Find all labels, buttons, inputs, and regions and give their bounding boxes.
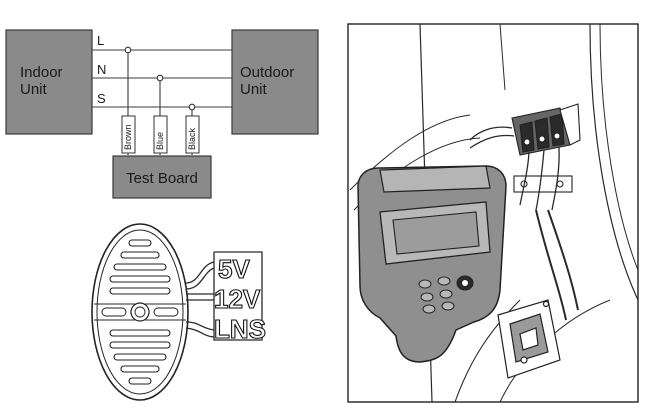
terminal-label-l: L	[97, 33, 104, 48]
indoor-unit-box	[5, 29, 93, 135]
outdoor-unit-box	[231, 29, 319, 135]
terminal-label-n: N	[97, 62, 106, 77]
junction-dot	[188, 103, 196, 111]
test-board-label: Test Board	[126, 170, 198, 187]
junction-dot	[156, 74, 164, 82]
wire-color-black: Black	[187, 127, 197, 150]
wire-tag-blue	[153, 115, 168, 154]
junction-dot	[124, 46, 132, 54]
wire-color-brown: Brown	[123, 124, 133, 150]
wire-tag-black	[185, 115, 200, 154]
voltage-label-5v: 5V	[218, 254, 250, 284]
test-board-box	[112, 155, 212, 199]
indoor-unit-label-line1: Indoor	[20, 64, 63, 81]
indoor-unit-label-line2: Unit	[20, 81, 48, 98]
wire-tag-brown	[121, 115, 136, 154]
wire-color-blue: Blue	[155, 132, 165, 150]
terminal-label-s: S	[97, 91, 106, 106]
voltage-label-12v: 12V	[214, 284, 261, 314]
connector-plug-icon	[91, 223, 263, 401]
voltage-label-lns: LNS	[214, 314, 266, 344]
outdoor-unit-label-line1: Outdoor	[240, 64, 294, 81]
wiring-diagram: Indoor Unit Outdoor Unit L N S Brown Blu…	[5, 29, 319, 199]
outdoor-unit-label-line2: Unit	[240, 81, 268, 98]
tester-device-illustration	[347, 23, 639, 403]
